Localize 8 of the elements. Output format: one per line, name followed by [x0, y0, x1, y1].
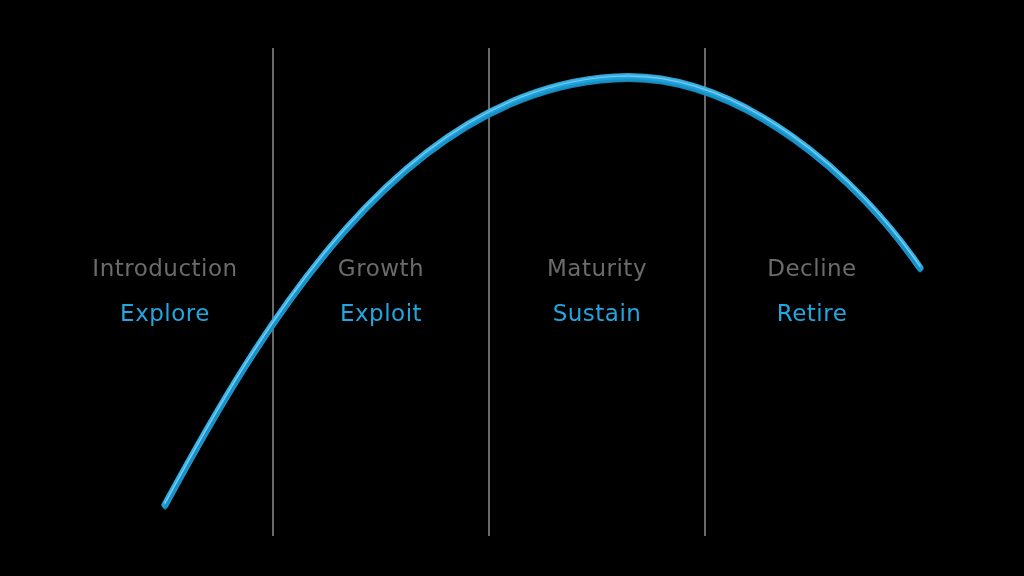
stage-label: Decline — [767, 254, 857, 282]
strategy-label: Exploit — [339, 299, 423, 327]
stage-label: Growth — [337, 254, 425, 282]
strategy-label: Explore — [120, 299, 210, 327]
stage-label: Introduction — [92, 254, 238, 282]
strategy-label: Retire — [776, 299, 848, 327]
stage-label: Maturity — [547, 254, 647, 282]
strategy-label: Sustain — [552, 299, 642, 327]
